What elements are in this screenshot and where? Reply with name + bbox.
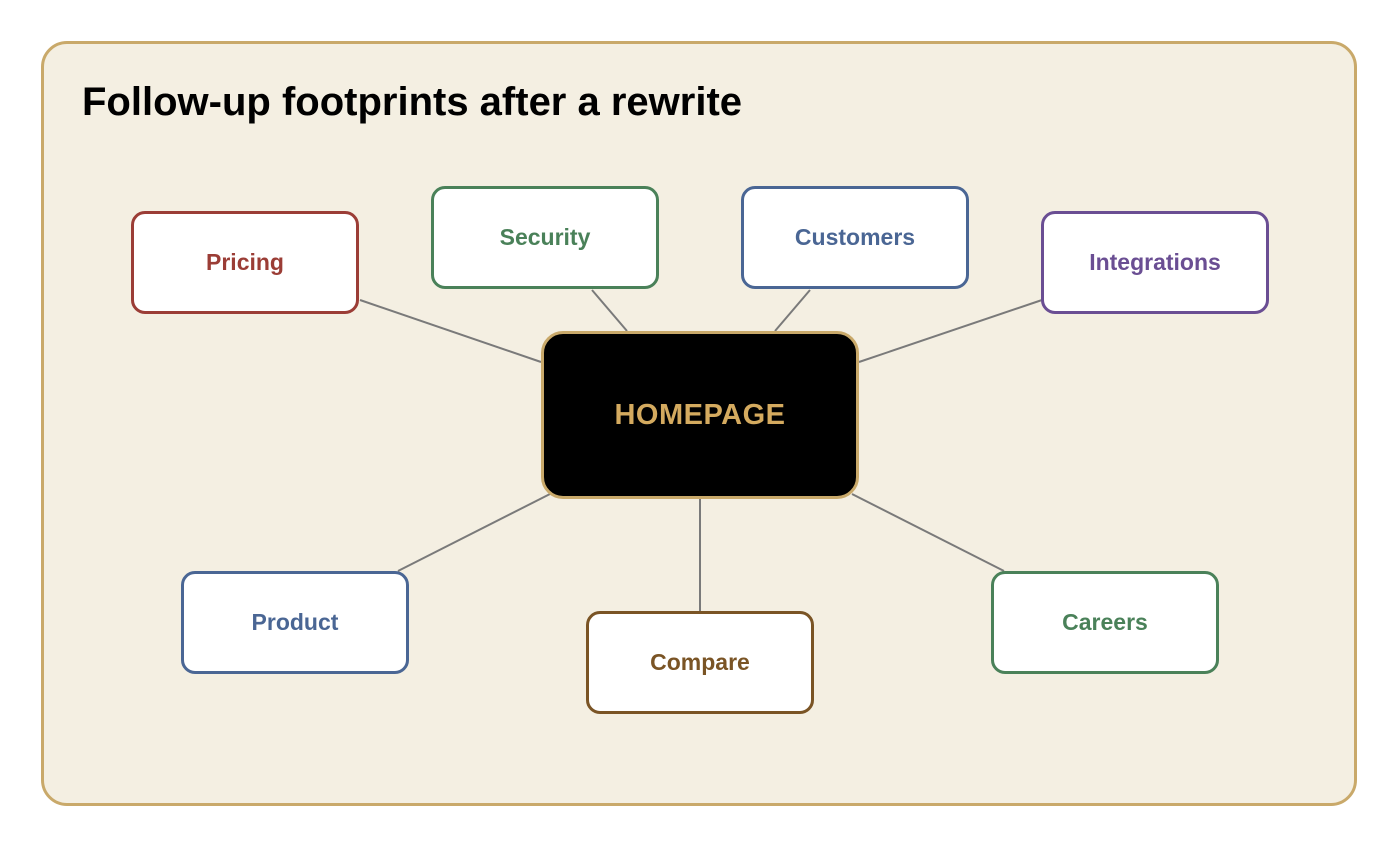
node-security[interactable]: Security — [431, 186, 659, 289]
node-label-integrations: Integrations — [1089, 249, 1221, 275]
node-product[interactable]: Product — [181, 571, 409, 674]
connector-security — [591, 289, 628, 332]
node-integrations[interactable]: Integrations — [1041, 211, 1269, 314]
node-careers[interactable]: Careers — [991, 571, 1219, 674]
homepage-hub-node[interactable]: HOMEPAGE — [541, 331, 859, 499]
node-customers[interactable]: Customers — [741, 186, 969, 289]
connector-pricing — [359, 299, 542, 363]
connector-integrations — [858, 299, 1043, 363]
diagram-title: Follow-up footprints after a rewrite — [82, 80, 743, 124]
node-label-compare: Compare — [650, 649, 750, 675]
node-label-careers: Careers — [1062, 609, 1148, 635]
node-label-customers: Customers — [794, 224, 916, 250]
node-label-product: Product — [251, 609, 339, 635]
node-label-security: Security — [499, 224, 591, 250]
connector-product — [397, 493, 551, 572]
hub-label: HOMEPAGE — [614, 398, 786, 431]
connector-careers — [851, 493, 1005, 572]
connector-customers — [774, 289, 811, 332]
node-pricing[interactable]: Pricing — [131, 211, 359, 314]
node-label-pricing: Pricing — [206, 249, 284, 275]
node-compare[interactable]: Compare — [586, 611, 814, 714]
